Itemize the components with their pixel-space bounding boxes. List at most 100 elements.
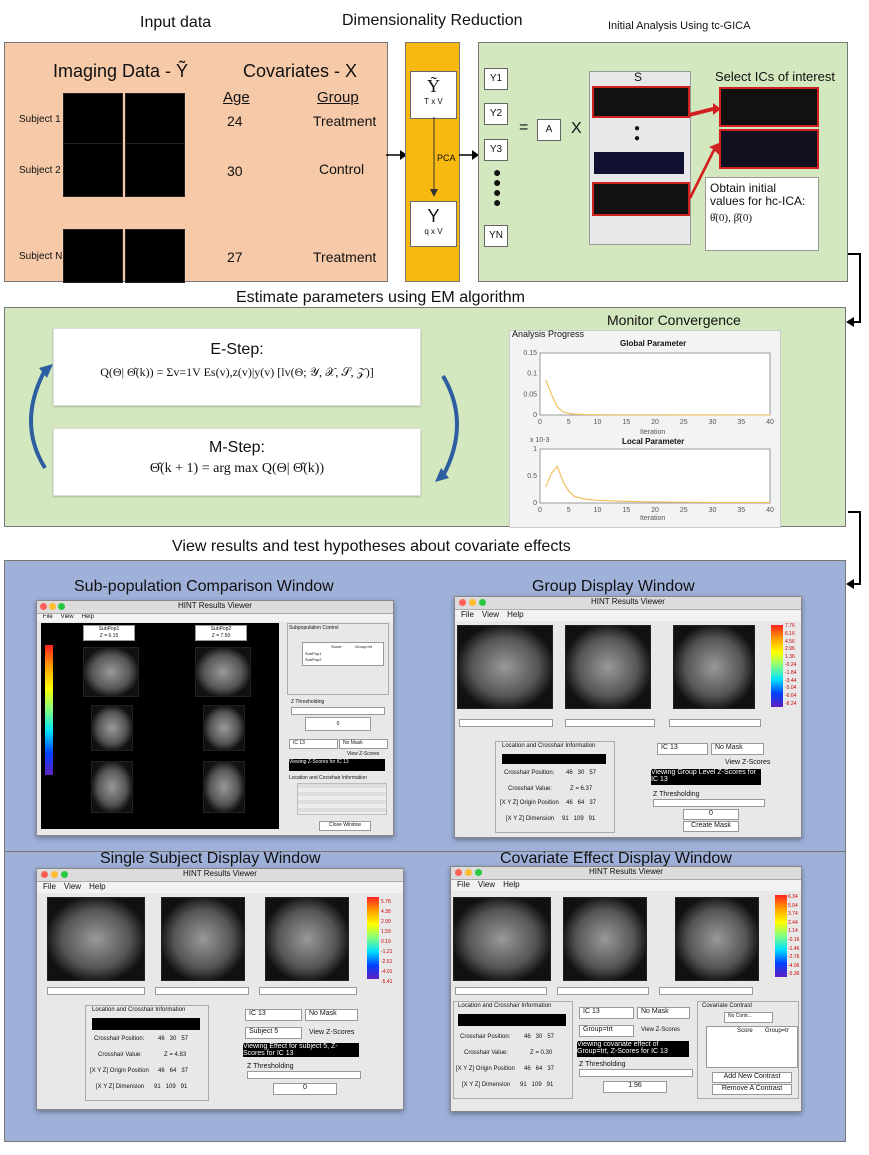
color-scale-bar xyxy=(45,645,53,775)
times-sign: X xyxy=(571,120,582,137)
view-zscores-checkbox[interactable]: View Z-Scores xyxy=(309,1029,355,1036)
y-tick-label: 0 xyxy=(533,412,537,419)
menu-view[interactable]: View xyxy=(63,882,82,891)
crosshair-value: Z = 4.83 xyxy=(164,1052,187,1058)
x-tick-label: 25 xyxy=(680,507,688,514)
coronal-slider[interactable] xyxy=(155,987,249,995)
ic-select[interactable]: IC 13 xyxy=(289,739,338,749)
zoom-icon[interactable] xyxy=(475,869,482,876)
x-tick-label: 40 xyxy=(766,419,774,426)
menu-bar: File View Help xyxy=(37,614,393,622)
menu-file[interactable]: File xyxy=(43,882,56,891)
z-threshold-slider[interactable] xyxy=(247,1071,361,1079)
equals-sign: = xyxy=(519,119,529,136)
view-zscores-checkbox[interactable]: View Z-Scores xyxy=(725,759,771,766)
viewing-status: Viewing Group Level Z-Scores for IC 13 xyxy=(651,769,761,785)
zoom-icon[interactable] xyxy=(479,599,486,606)
z-threshold-input[interactable]: 0 xyxy=(305,717,371,731)
origin-position: 46 64 37 xyxy=(524,1066,555,1072)
arrow-input-to-pca xyxy=(386,150,407,160)
menu-view[interactable]: View xyxy=(477,880,496,889)
minimize-icon[interactable] xyxy=(469,599,476,606)
axial-view xyxy=(675,897,759,981)
close-icon[interactable] xyxy=(41,871,48,878)
scale-label: 0.19 xyxy=(381,939,391,945)
scale-label: 4.56 xyxy=(785,638,795,645)
ic-select[interactable]: IC 13 xyxy=(657,743,708,755)
menu-file[interactable]: File xyxy=(461,610,474,619)
select-ics-label: Select ICs of interest xyxy=(715,69,835,84)
contrast-select[interactable]: No Contr... xyxy=(724,1012,773,1023)
ic-select[interactable]: IC 13 xyxy=(579,1007,634,1019)
group-select[interactable]: Group=trt xyxy=(579,1025,634,1037)
menu-file[interactable]: File xyxy=(43,614,53,620)
mask-select[interactable]: No Mask xyxy=(637,1007,690,1019)
remove-contrast-button[interactable]: Remove A Contrast xyxy=(712,1084,792,1095)
row-subpop2[interactable]: SubPop2 xyxy=(305,657,322,662)
x-tick-label: 35 xyxy=(737,507,745,514)
selected-ic-row xyxy=(719,87,819,127)
location-info-panel: Location and Crosshair Information Cross… xyxy=(495,741,615,833)
subpop1-name: SubPop1 xyxy=(98,626,120,632)
axial-view xyxy=(91,761,133,813)
minimize-icon[interactable] xyxy=(51,871,58,878)
create-mask-button[interactable]: Create Mask xyxy=(683,821,739,832)
z-threshold-input[interactable]: 0 xyxy=(683,809,739,820)
menu-help[interactable]: Help xyxy=(81,614,94,620)
z-thresholding-label: Z Thresholding xyxy=(653,791,700,798)
minimize-icon[interactable] xyxy=(49,603,56,610)
coronal-view xyxy=(161,897,245,981)
global-chart-title: Global Parameter xyxy=(620,339,687,348)
view-zscores-checkbox[interactable]: View Z-Scores xyxy=(641,1027,680,1033)
origin-position: 46 64 37 xyxy=(566,800,597,806)
menu-help[interactable]: Help xyxy=(503,880,520,889)
menu-view[interactable]: View xyxy=(60,614,74,620)
z-threshold-input[interactable]: 0 xyxy=(273,1083,337,1095)
z-threshold-slider[interactable] xyxy=(579,1069,693,1077)
ic-select[interactable]: IC 13 xyxy=(245,1009,302,1021)
close-icon[interactable] xyxy=(40,603,47,610)
axial-slider[interactable] xyxy=(259,987,357,995)
origin-position-label: [X Y Z] Origin Position xyxy=(90,1068,149,1074)
axial-slider[interactable] xyxy=(659,987,753,995)
view-zscores-checkbox[interactable]: View Z-Scores xyxy=(347,751,380,757)
coronal-slider[interactable] xyxy=(565,719,655,727)
zoom-icon[interactable] xyxy=(61,871,68,878)
app-title: HINT Results Viewer xyxy=(178,601,252,610)
location-info-title: Location and Crosshair Information xyxy=(289,775,367,781)
subpop-table: Score Group=trt SubPop1 SubPop2 xyxy=(302,642,384,666)
menu-help[interactable]: Help xyxy=(507,610,524,619)
m-step-equation: Θ̂(k + 1) = arg max Q(Θ| Θ̂(k)) xyxy=(149,461,325,476)
menu-help[interactable]: Help xyxy=(89,882,106,891)
subject-select[interactable]: Subject 5 xyxy=(245,1027,302,1039)
add-contrast-button[interactable]: Add New Contrast xyxy=(712,1072,792,1083)
contrast-table: Score Group=tr xyxy=(706,1026,798,1068)
sagittal-slider[interactable] xyxy=(459,719,553,727)
close-icon[interactable] xyxy=(455,869,462,876)
scale-label: -0.24 xyxy=(785,661,797,668)
menu-view[interactable]: View xyxy=(481,610,500,619)
row-subpop1[interactable]: SubPop1 xyxy=(305,651,322,656)
z-threshold-slider[interactable] xyxy=(291,707,385,715)
close-icon[interactable] xyxy=(459,599,466,606)
mask-select[interactable]: No Mask xyxy=(305,1009,358,1021)
minimize-icon[interactable] xyxy=(465,869,472,876)
subpop2-z: Z = 7.50 xyxy=(211,633,231,639)
axial-view xyxy=(673,625,755,709)
axial-slider[interactable] xyxy=(669,719,761,727)
scale-label: 1.36 xyxy=(785,654,795,661)
close-window-button[interactable]: Close Window xyxy=(319,821,371,831)
mask-select[interactable]: No Mask xyxy=(711,743,764,755)
sagittal-slider[interactable] xyxy=(47,987,145,995)
zoom-icon[interactable] xyxy=(58,603,65,610)
menu-file[interactable]: File xyxy=(457,880,470,889)
obtain-text: Obtain initial values for hc-ICA: xyxy=(710,181,806,208)
sagittal-slider[interactable] xyxy=(455,987,547,995)
subject-label: Subject N xyxy=(19,251,63,262)
coronal-slider[interactable] xyxy=(557,987,649,995)
z-threshold-input[interactable]: 1.96 xyxy=(603,1081,667,1093)
z-threshold-slider[interactable] xyxy=(653,799,765,807)
mask-select[interactable]: No Mask xyxy=(339,739,388,749)
